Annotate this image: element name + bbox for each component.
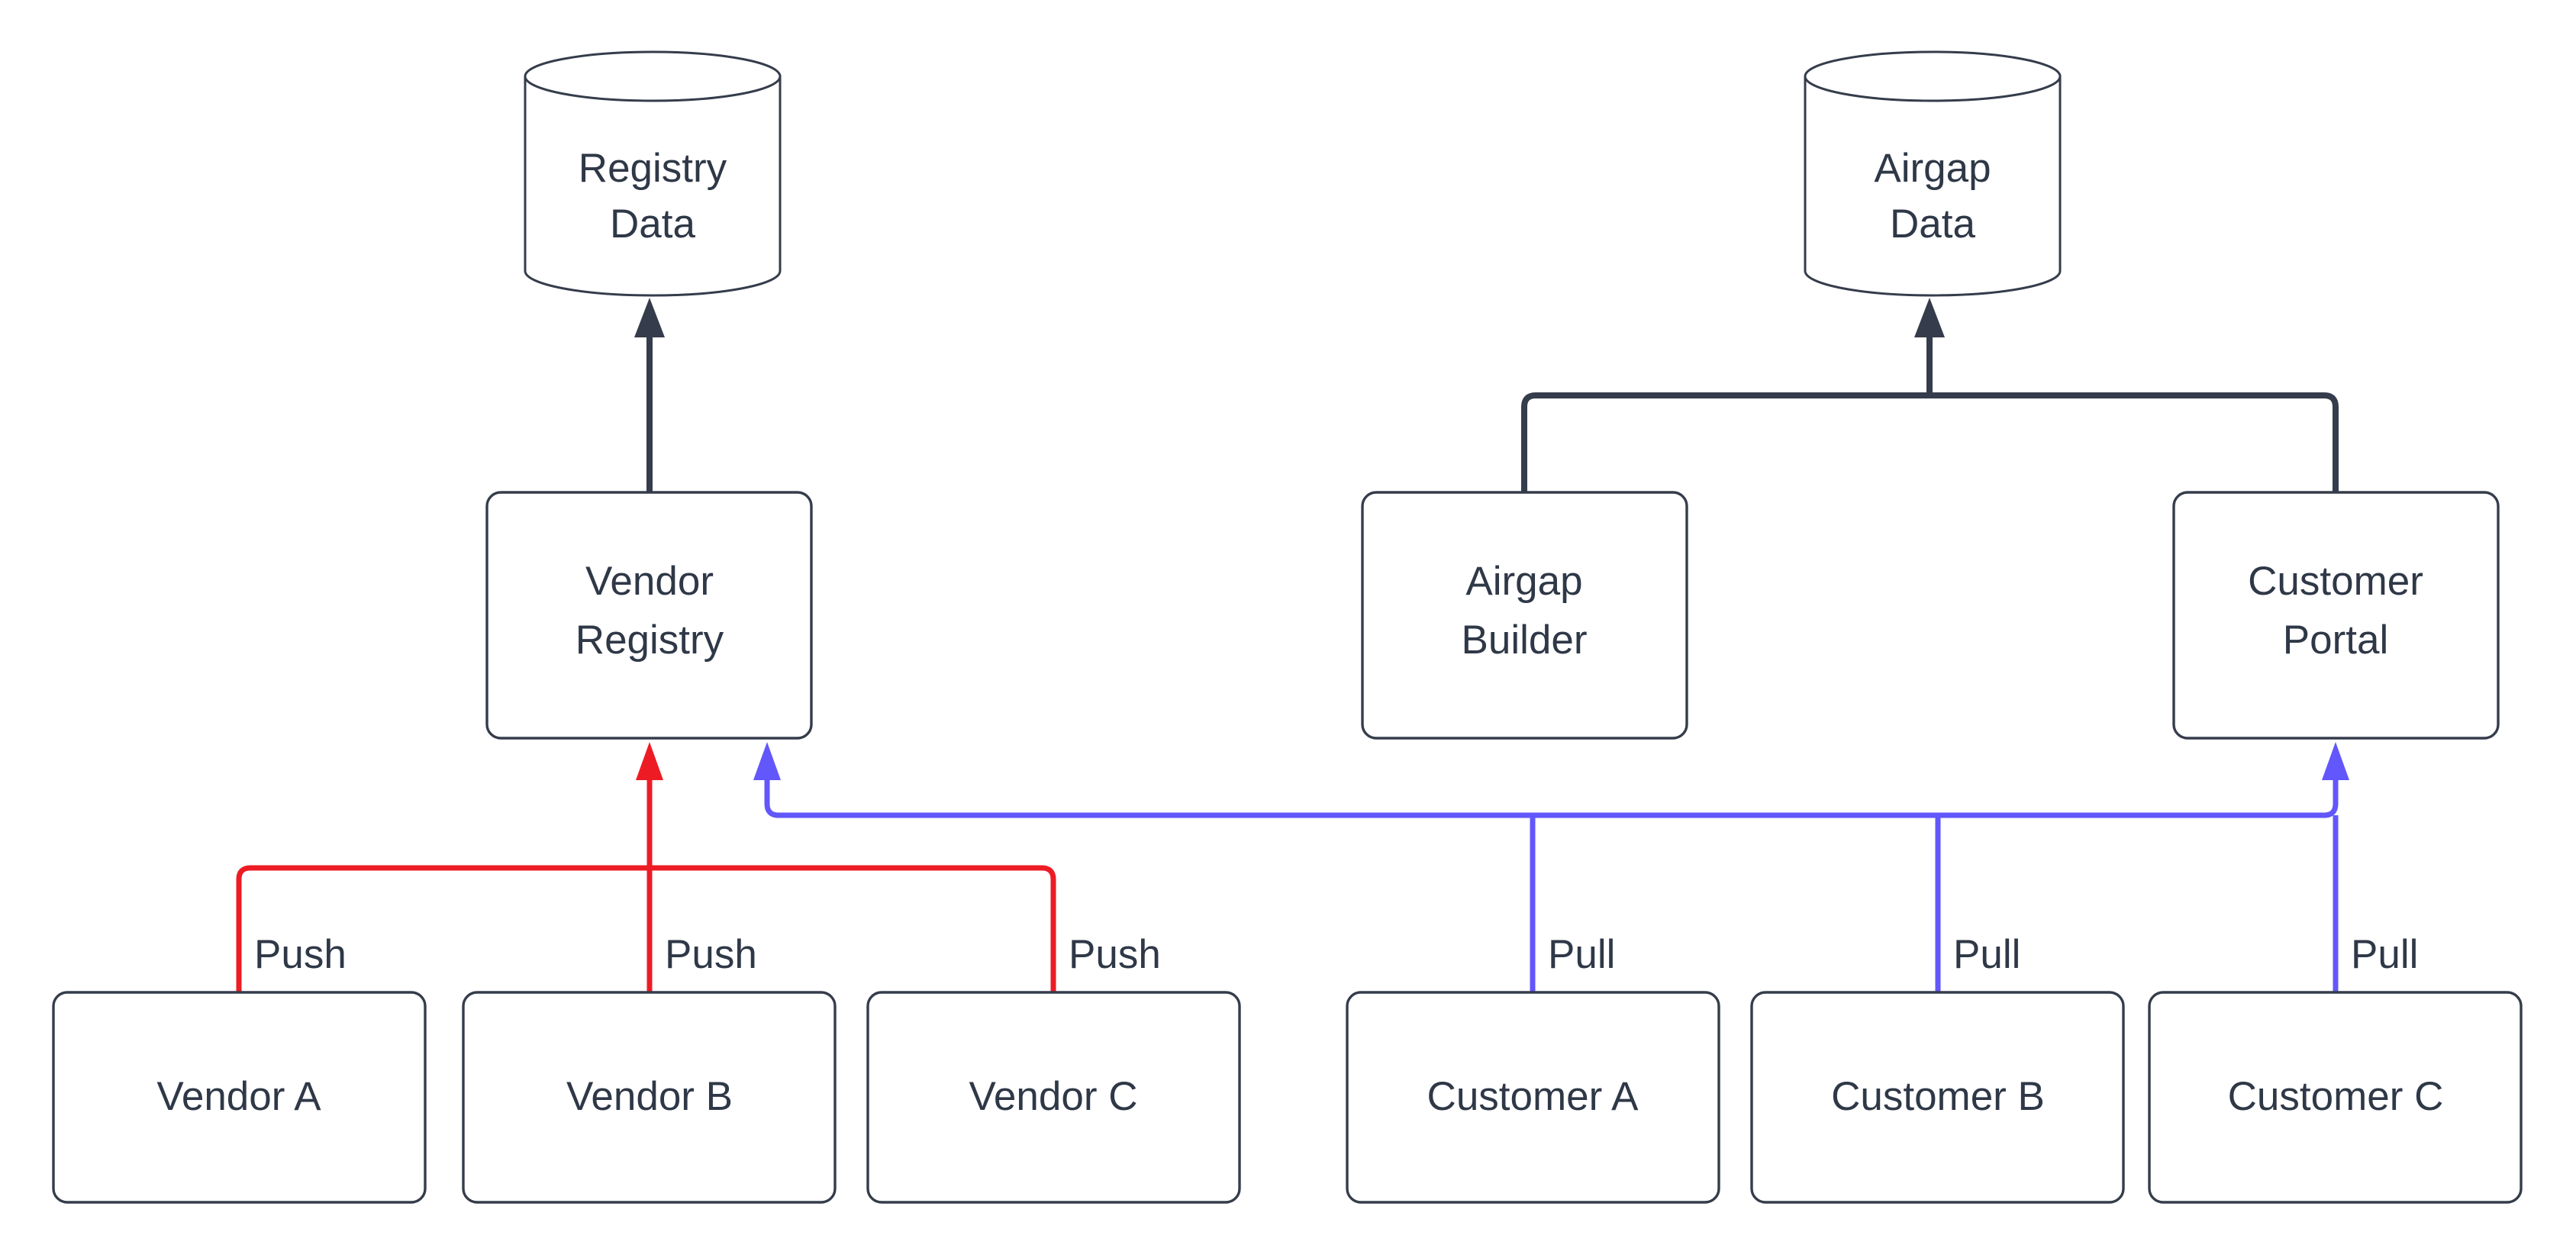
actor-customer-b[interactable]: Customer B [1750, 991, 2125, 1204]
edge-label-pull-customer-b: Pull [1953, 932, 2020, 977]
actor-vendor-a[interactable]: Vendor A [52, 991, 427, 1204]
node-box [2148, 991, 2523, 1204]
service-customer-portal[interactable]: Customer Portal [2172, 491, 2500, 740]
arrowhead-up-icon-customer-portal [2322, 742, 2349, 780]
service-label-line1: Customer [2248, 559, 2423, 604]
actor-label: Customer C [2228, 1074, 2444, 1119]
push-rail [236, 865, 1056, 992]
service-label-line2: Registry [575, 618, 724, 663]
actor-label: Vendor C [969, 1074, 1138, 1119]
node-box [485, 491, 813, 740]
actor-vendor-c[interactable]: Vendor C [866, 991, 1241, 1204]
service-label-line1: Vendor [585, 559, 714, 604]
actor-customer-a[interactable]: Customer A [1346, 991, 1720, 1204]
arrowhead-up-icon [634, 298, 665, 337]
actor-vendor-b[interactable]: Vendor B [462, 991, 837, 1204]
node-box [1346, 991, 1720, 1204]
cylinder-top [1804, 50, 2062, 102]
service-label-line2: Portal [2283, 618, 2388, 663]
edge-label-push-vendor-b: Push [665, 932, 757, 977]
datastore-label-line1: Registry [579, 146, 727, 191]
service-airgap-builder[interactable]: Airgap Builder [1361, 491, 1688, 740]
edge-vendor-registry-to-registry-data [634, 298, 665, 492]
service-label-line1: Airgap [1465, 559, 1582, 604]
node-box [462, 991, 837, 1204]
actor-label: Vendor B [566, 1074, 733, 1119]
cylinder-body [1804, 75, 2062, 297]
arrowhead-up-icon [1914, 298, 1945, 337]
actor-label: Customer B [1831, 1074, 2045, 1119]
cylinder-body [524, 75, 782, 297]
node-box [1750, 991, 2125, 1204]
edge-customers-pull [753, 742, 2349, 992]
service-label-line2: Builder [1462, 618, 1588, 663]
service-vendor-registry[interactable]: Vendor Registry [485, 491, 813, 740]
node-box [866, 991, 1241, 1204]
node-box [52, 991, 427, 1204]
datastore-airgap-data[interactable]: Airgap Data [1804, 50, 2062, 297]
arrowhead-up-icon-vendor-registry [753, 742, 781, 780]
actor-label: Customer A [1427, 1074, 1639, 1119]
actor-customer-c[interactable]: Customer C [2148, 991, 2523, 1204]
datastore-registry-data[interactable]: Registry Data [524, 50, 782, 297]
node-box [2172, 491, 2500, 740]
arrowhead-up-icon [636, 742, 663, 780]
datastore-label-line2: Data [1890, 202, 1975, 247]
edge-rail [1521, 392, 2339, 492]
edge-label-push-vendor-c: Push [1069, 932, 1161, 977]
actor-label: Vendor A [156, 1074, 321, 1119]
edge-label-pull-customer-c: Pull [2351, 932, 2418, 977]
edge-label-pull-customer-a: Pull [1548, 932, 1615, 977]
edge-label-push-vendor-a: Push [254, 932, 347, 977]
edge-airgap-services-to-airgap-data [1521, 298, 2339, 492]
node-box [1361, 491, 1688, 740]
datastore-label-line1: Airgap [1874, 146, 1991, 191]
cylinder-top [524, 50, 782, 102]
datastore-label-line2: Data [610, 202, 695, 247]
edge-vendors-push-to-vendor-registry [236, 742, 1056, 992]
pull-rail [764, 763, 2339, 818]
